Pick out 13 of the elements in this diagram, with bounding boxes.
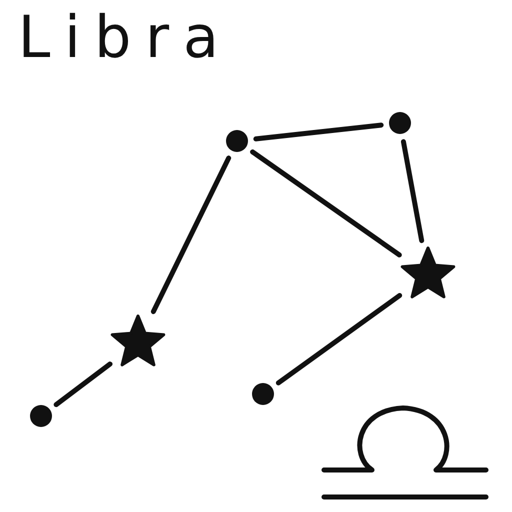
star-icon <box>400 246 456 298</box>
constellation-line <box>400 139 424 244</box>
constellation-line <box>250 149 402 258</box>
star-dot <box>252 383 274 405</box>
constellation-line <box>276 292 402 386</box>
star-dot <box>389 112 411 134</box>
star-dot <box>30 405 52 427</box>
constellation-line <box>150 156 232 314</box>
star-icon <box>110 314 166 366</box>
constellation-line <box>253 122 384 142</box>
star-dot <box>226 130 248 152</box>
title: Libra <box>18 6 233 70</box>
constellation-line <box>54 362 113 408</box>
